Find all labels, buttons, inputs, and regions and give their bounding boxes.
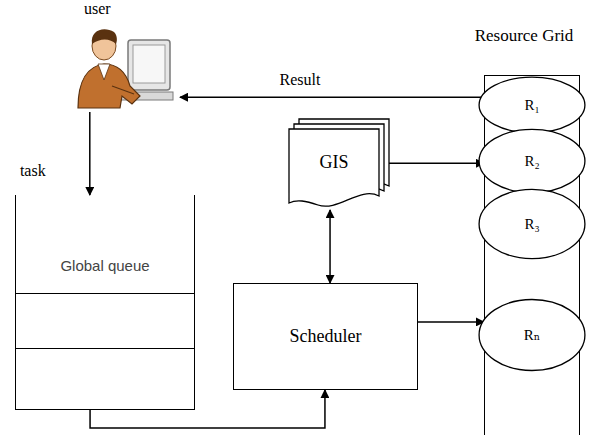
shirt <box>98 64 110 80</box>
suit <box>78 64 140 108</box>
resource-ellipse: R₁ <box>478 76 586 134</box>
queue-slot-line <box>16 348 194 349</box>
node-label: R₃ <box>524 216 539 233</box>
resource-ellipse-shape <box>479 189 585 258</box>
user-illustration <box>78 29 173 108</box>
node-label: Scheduler <box>290 326 362 347</box>
arm <box>112 86 134 94</box>
queue-slot-line <box>16 293 194 294</box>
monitor <box>128 40 170 90</box>
connector-arrow <box>380 163 484 165</box>
connector-arrow <box>418 321 484 323</box>
hair <box>92 29 117 44</box>
resource-ellipse: Rₙ <box>478 298 586 372</box>
process-box: Scheduler <box>233 283 418 390</box>
resource-ellipse-shape <box>479 299 585 370</box>
monitor-screen <box>133 45 165 83</box>
resource-ellipse: R₂ <box>478 128 586 194</box>
node-label: GIS <box>319 152 348 173</box>
node-label: Rₙ <box>524 326 541 344</box>
node-label: R₂ <box>524 153 539 170</box>
resource-ellipse: R₃ <box>478 188 586 260</box>
user-icon: user <box>70 0 180 112</box>
node-label: Global queue <box>16 257 194 274</box>
resource-grid: Resource GridR₁R₂R₃Rₙ <box>484 75 580 435</box>
connector-arrow <box>90 390 325 428</box>
edge-label: task <box>17 162 49 180</box>
global-queue: Global queue <box>15 195 195 410</box>
connector-arrow <box>89 112 91 195</box>
connector-arrow <box>329 210 331 283</box>
connector-arrow <box>180 96 484 98</box>
document-sheet <box>289 129 379 206</box>
node-label: user <box>84 0 180 18</box>
grid-heading: Resource Grid <box>449 26 599 46</box>
resource-ellipse-shape <box>479 129 585 192</box>
resource-ellipse-shape <box>479 77 585 133</box>
node-label: R₁ <box>524 97 539 114</box>
edge-label: Result <box>277 71 324 89</box>
document-stack: GIS <box>288 128 380 210</box>
